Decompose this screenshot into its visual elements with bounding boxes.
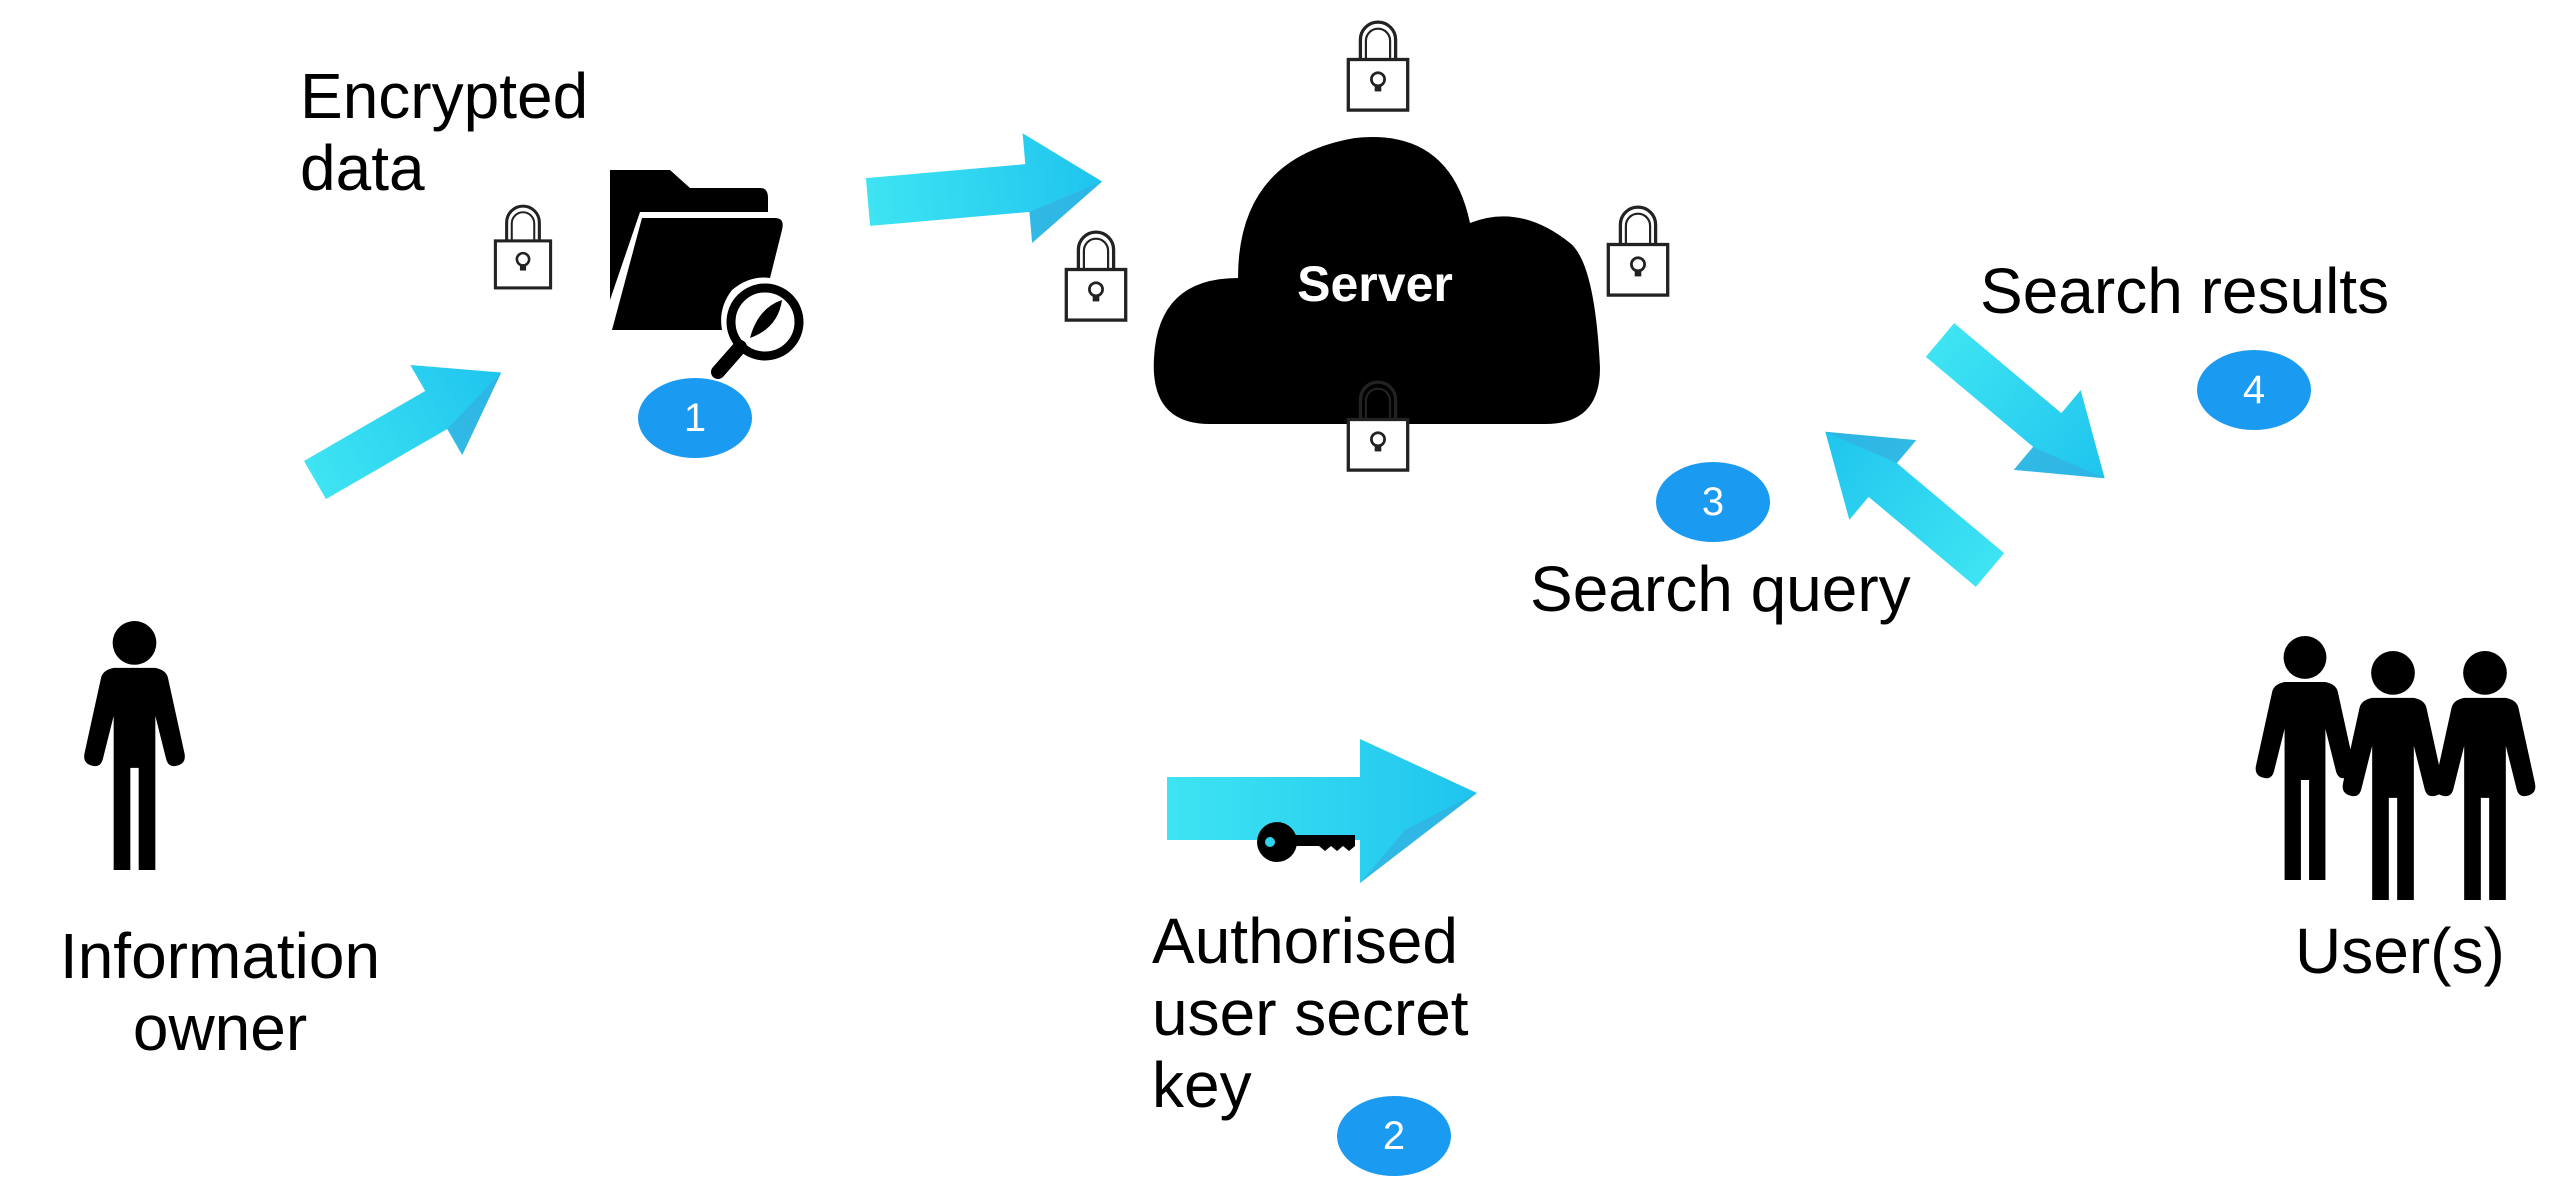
upload-arrow (304, 364, 502, 500)
step-badge-2: 2 (1337, 1096, 1451, 1176)
group-icon (2255, 636, 2536, 900)
encrypted-data-label-line1: Encrypted (300, 60, 589, 132)
step-badge-4: 4 (2197, 350, 2311, 430)
owner-label-line2: owner (132, 992, 308, 1064)
results-arrow (1925, 323, 2105, 479)
step-badge-3: 3 (1656, 462, 1770, 542)
secret-key-label-line1: Authorised (1152, 905, 1458, 977)
lock-icon (492, 200, 554, 292)
key-icon (1257, 822, 1355, 862)
owner-label: Information owner (35, 920, 405, 1064)
search-results-label: Search results (1980, 255, 2390, 327)
secret-key-label-line3: key (1152, 1049, 1252, 1121)
encrypted-data-label-line2: data (300, 132, 425, 204)
query-arrow (1825, 431, 2005, 587)
users-label: User(s) (2295, 915, 2505, 987)
cloud-icon (1153, 137, 1600, 425)
person-icon (72, 620, 197, 870)
lock-icon (1605, 200, 1671, 300)
secret-key-label-line2: user secret (1152, 977, 1469, 1049)
store-arrow (865, 133, 1103, 243)
key-arrow (1167, 739, 1477, 883)
folder-search-icon (610, 170, 804, 379)
secret-key-label: Authorised user secret key (1152, 905, 1469, 1121)
encrypted-data-label: Encrypted data (300, 60, 588, 204)
lock-icon (1063, 225, 1129, 325)
lock-icon (1345, 15, 1411, 115)
lock-icon (1345, 375, 1411, 475)
server-label: Server (1297, 256, 1453, 312)
search-query-label: Search query (1530, 553, 1911, 625)
owner-label-line1: Information (59, 920, 381, 992)
step-badge-1: 1 (638, 378, 752, 458)
